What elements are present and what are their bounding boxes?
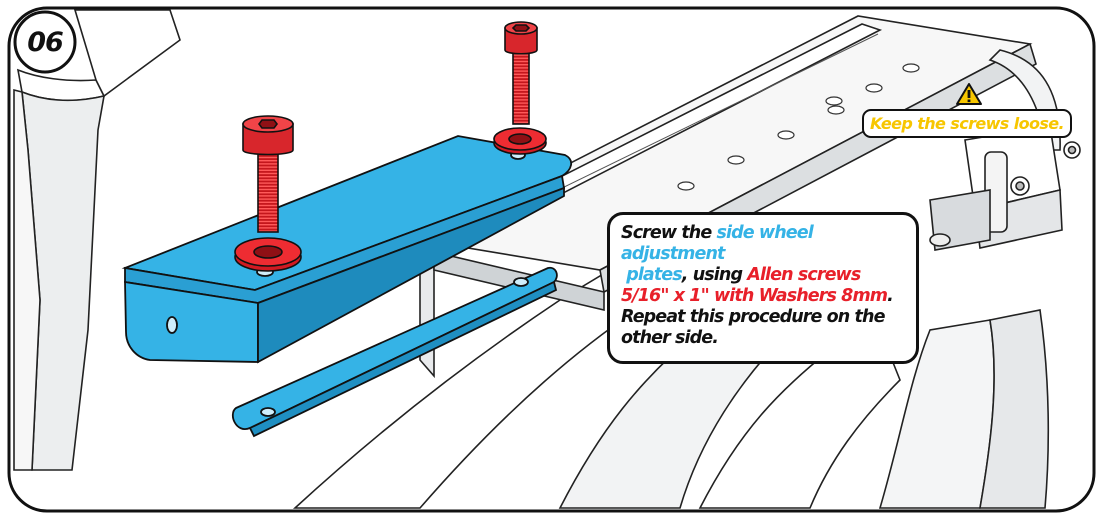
side-adjustment-plate-lower [231, 266, 558, 438]
part-name-highlight: plates [626, 265, 682, 285]
allen-screw-left [242, 115, 294, 233]
hardware-highlight: Allen screws [747, 265, 861, 285]
washer-right [493, 127, 547, 155]
instruction-text: . Repeat this procedure on the other sid… [621, 286, 894, 348]
warning-note: Keep the screws loose. [862, 109, 1072, 138]
warning-text: Keep the screws loose. [869, 114, 1065, 133]
instruction-callout: Screw the side wheel adjustment plates, … [607, 212, 919, 364]
step-number: 06 [27, 26, 64, 58]
base-frame-left [13, 9, 181, 471]
instruction-text: Screw the [621, 223, 717, 243]
part-name-highlight: side wheel adjustment [621, 223, 818, 264]
instruction-text: , using [681, 265, 748, 285]
warning-triangle-icon [956, 83, 982, 105]
allen-screw-right [504, 21, 538, 125]
washer-left [234, 237, 302, 272]
hardware-highlight: 5/16" x 1" with Washers 8mm [621, 286, 888, 306]
